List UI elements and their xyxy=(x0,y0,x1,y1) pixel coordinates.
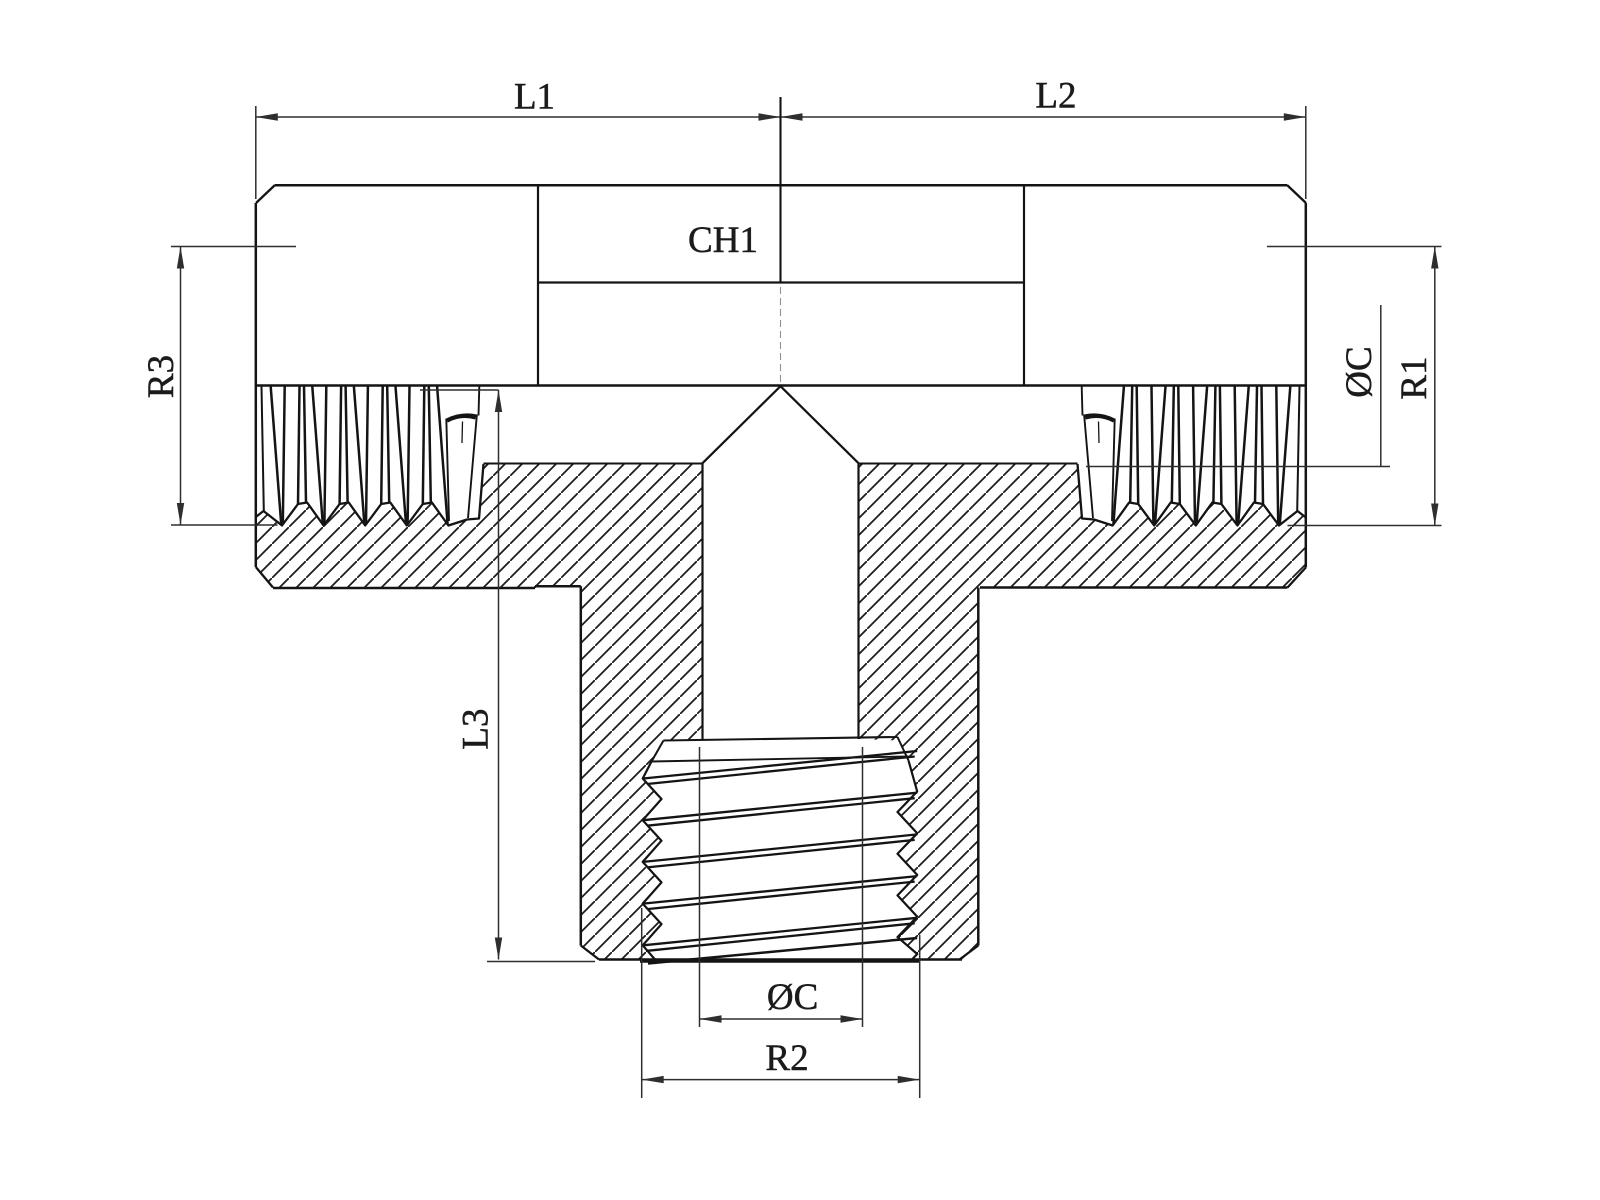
svg-text:L1: L1 xyxy=(514,77,555,118)
svg-text:R3: R3 xyxy=(141,355,182,398)
svg-text:ØC: ØC xyxy=(1339,346,1380,397)
svg-text:R1: R1 xyxy=(1394,356,1435,399)
svg-text:L3: L3 xyxy=(456,708,497,749)
svg-text:ØC: ØC xyxy=(767,977,818,1018)
svg-text:R2: R2 xyxy=(765,1038,808,1079)
svg-text:CH1: CH1 xyxy=(688,220,758,261)
svg-text:L2: L2 xyxy=(1035,76,1076,117)
